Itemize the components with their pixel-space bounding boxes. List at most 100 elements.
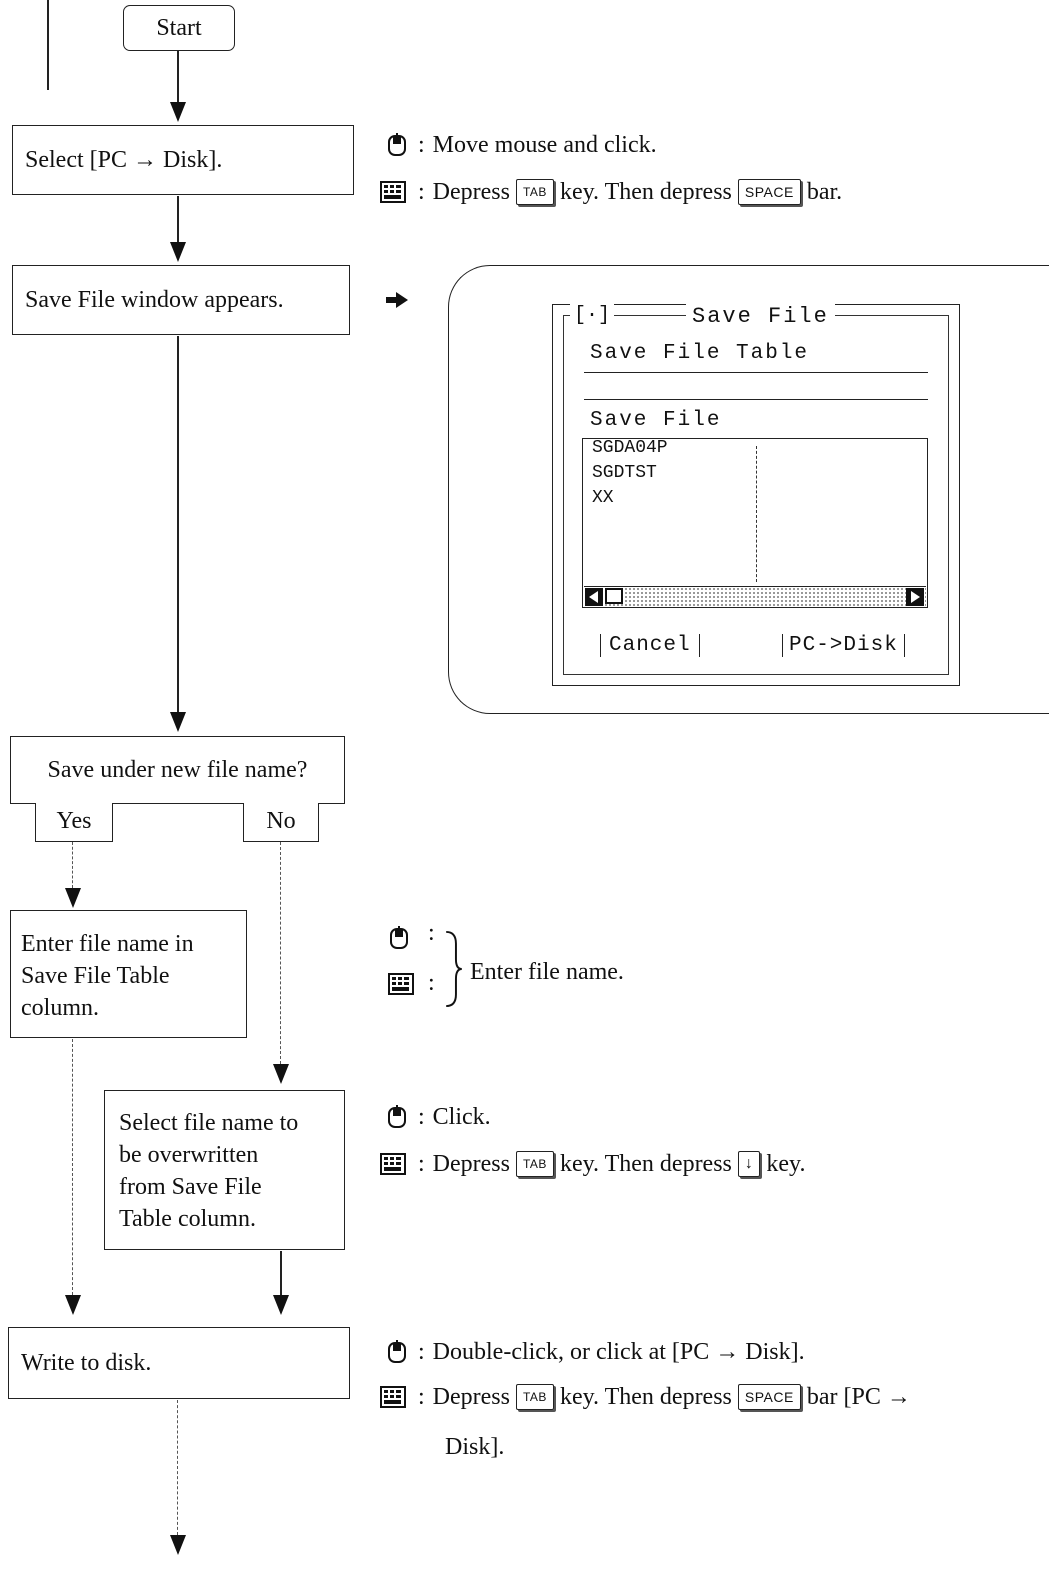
note-text: Depress <box>432 178 510 205</box>
step-select-label: Select [PC → Disk]. <box>25 147 223 173</box>
margin-line <box>47 0 49 90</box>
colon: : <box>418 1383 425 1410</box>
file-list-box[interactable] <box>582 438 928 608</box>
decision-label: Save under new file name? <box>47 757 308 783</box>
connector-enter <box>72 1039 73 1295</box>
mouse-icon <box>388 1340 406 1363</box>
keyboard-icon <box>380 1153 406 1175</box>
step-enter-line: column. <box>21 995 99 1021</box>
connector-overwrite <box>280 1251 282 1295</box>
note-enter-text: Enter file name. <box>470 958 624 985</box>
connector-write <box>177 1400 178 1535</box>
step-select-overwrite: Select file name to be overwritten from … <box>104 1090 345 1250</box>
scroll-left-icon[interactable] <box>585 588 603 606</box>
no-label: No <box>266 808 296 834</box>
start-label: Start <box>156 15 202 41</box>
note-select-mouse: : Move mouse and click. <box>386 128 657 162</box>
arrow-no <box>273 1064 289 1084</box>
right-pointing-arrow-icon <box>386 292 408 308</box>
colon: : <box>418 1103 425 1130</box>
keyboard-icon <box>380 181 406 203</box>
step-enter-line: Save File Table <box>21 963 170 989</box>
down-arrow-key-icon: ↓ <box>737 1151 761 1177</box>
yes-label: Yes <box>56 808 92 834</box>
brace-icon <box>446 930 462 1008</box>
mouse-icon <box>388 133 406 156</box>
arrow-yes <box>65 888 81 908</box>
connector-window <box>177 336 179 713</box>
start-node: Start <box>123 5 235 51</box>
connector-no <box>280 842 281 1064</box>
mouse-icon <box>388 1105 406 1128</box>
pc-to-disk-button[interactable]: PC->Disk <box>782 634 905 657</box>
colon: : <box>418 178 425 205</box>
arrow-start <box>170 102 186 122</box>
note-text: Disk]. <box>445 1433 505 1460</box>
cancel-button[interactable]: Cancel <box>600 634 700 657</box>
space-key-icon: SPACE <box>737 1384 801 1410</box>
connector-yes <box>72 842 73 888</box>
note-text: bar. <box>806 178 843 205</box>
note-text: key. Then depress <box>559 178 732 205</box>
note-write-keyboard: : Depress TAB key. Then depress SPACE ba… <box>380 1380 911 1414</box>
note-text: key. Then depress <box>559 1150 732 1177</box>
connector-start <box>177 51 179 103</box>
keyboard-icon <box>380 1386 406 1408</box>
connector-select <box>177 196 179 242</box>
horizontal-scrollbar[interactable] <box>584 586 926 606</box>
colon: : <box>418 1338 425 1365</box>
note-write-mouse-text: Double-click, or click at [PC → Disk]. <box>432 1338 805 1365</box>
decision-new-file-name: Save under new file name? <box>10 736 345 804</box>
step-select-pc-disk: Select [PC → Disk]. <box>12 125 354 195</box>
keyboard-icon <box>388 973 414 995</box>
note-text: key. Then depress <box>559 1383 732 1410</box>
save-file-list-label: Save File <box>590 409 722 432</box>
note-enter: Enter file name. <box>470 955 624 989</box>
step-write-label: Write to disk. <box>21 1350 152 1376</box>
step-enter-file-name: Enter file name in Save File Table colum… <box>10 910 247 1038</box>
save-file-table-input[interactable] <box>584 372 928 400</box>
step-overwrite-line: from Save File <box>119 1174 262 1200</box>
scroll-thumb[interactable] <box>605 588 623 604</box>
scroll-right-icon[interactable] <box>906 588 924 606</box>
note-write-mouse: : Double-click, or click at [PC → Disk]. <box>386 1335 805 1369</box>
step-overwrite-line: Table column. <box>119 1206 256 1232</box>
step-enter-line: Enter file name in <box>21 931 194 957</box>
note-text: bar [PC → <box>806 1383 911 1410</box>
file-item[interactable]: SGDTST <box>592 463 657 483</box>
step-write-to-disk: Write to disk. <box>8 1327 350 1399</box>
colon: : <box>418 131 425 158</box>
note-select-mouse-text: Move mouse and click. <box>432 131 657 158</box>
save-file-table-label: Save File Table <box>590 342 810 365</box>
note-overwrite-mouse-text: Click. <box>432 1103 491 1130</box>
note-overwrite-keyboard: : Depress TAB key. Then depress ↓ key. <box>380 1147 805 1181</box>
tab-key-icon: TAB <box>515 1384 554 1410</box>
colon: : <box>428 920 435 946</box>
step-window-label: Save File window appears. <box>25 287 284 313</box>
note-text: key. <box>766 1150 806 1177</box>
note-overwrite-mouse: : Click. <box>386 1100 491 1134</box>
arrow-write <box>170 1535 186 1555</box>
step-window-appears: Save File window appears. <box>12 265 350 335</box>
arrow-select <box>170 242 186 262</box>
tab-key-icon: TAB <box>515 1151 554 1177</box>
step-overwrite-line: Select file name to <box>119 1110 299 1136</box>
file-item[interactable]: XX <box>592 488 614 508</box>
dialog-close-box[interactable]: [·] <box>570 304 615 327</box>
note-select-keyboard: : Depress TAB key. Then depress SPACE ba… <box>380 175 842 209</box>
screen-frame <box>448 265 1049 714</box>
colon: : <box>418 1150 425 1177</box>
tab-key-icon: TAB <box>515 179 554 205</box>
arrow-enter <box>65 1295 81 1315</box>
note-text: Depress <box>432 1150 510 1177</box>
decision-no-tab: No <box>243 803 319 842</box>
colon: : <box>428 970 435 996</box>
arrow-overwrite <box>273 1295 289 1315</box>
file-item[interactable]: SGDA04P <box>592 438 668 458</box>
space-key-icon: SPACE <box>737 179 801 205</box>
decision-yes-tab: Yes <box>35 803 113 842</box>
arrow-window <box>170 712 186 732</box>
file-list-column-divider <box>756 446 757 582</box>
step-overwrite-line: be overwritten <box>119 1142 259 1168</box>
mouse-icon <box>390 926 408 949</box>
